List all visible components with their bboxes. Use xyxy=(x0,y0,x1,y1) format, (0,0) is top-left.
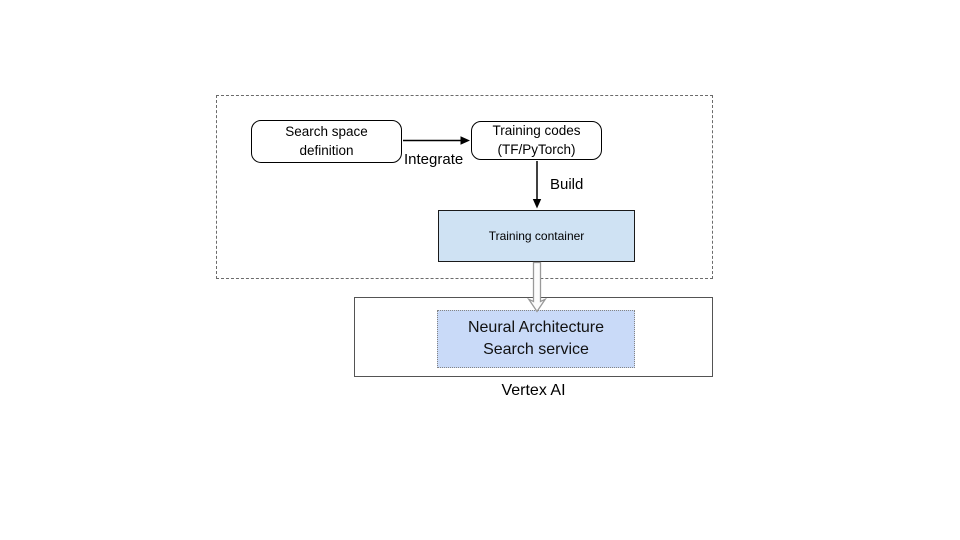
user-code-dashed-region xyxy=(216,95,713,279)
training-container-label: Training container xyxy=(488,229,585,243)
search-space-definition-node: Search space definition xyxy=(251,120,402,163)
training-container-node: Training container xyxy=(438,210,635,262)
build-edge-label: Build xyxy=(550,176,584,193)
training-codes-node: Training codes (TF/PyTorch) xyxy=(471,121,602,160)
nas-service-node: Neural Architecture Search service xyxy=(437,310,635,368)
search-space-definition-label: Search space definition xyxy=(285,123,368,158)
training-codes-label: Training codes (TF/PyTorch) xyxy=(492,122,581,157)
nas-service-label: Neural Architecture Search service xyxy=(467,319,605,358)
integrate-edge-label: Integrate xyxy=(404,151,464,168)
vertex-ai-label: Vertex AI xyxy=(501,382,566,399)
